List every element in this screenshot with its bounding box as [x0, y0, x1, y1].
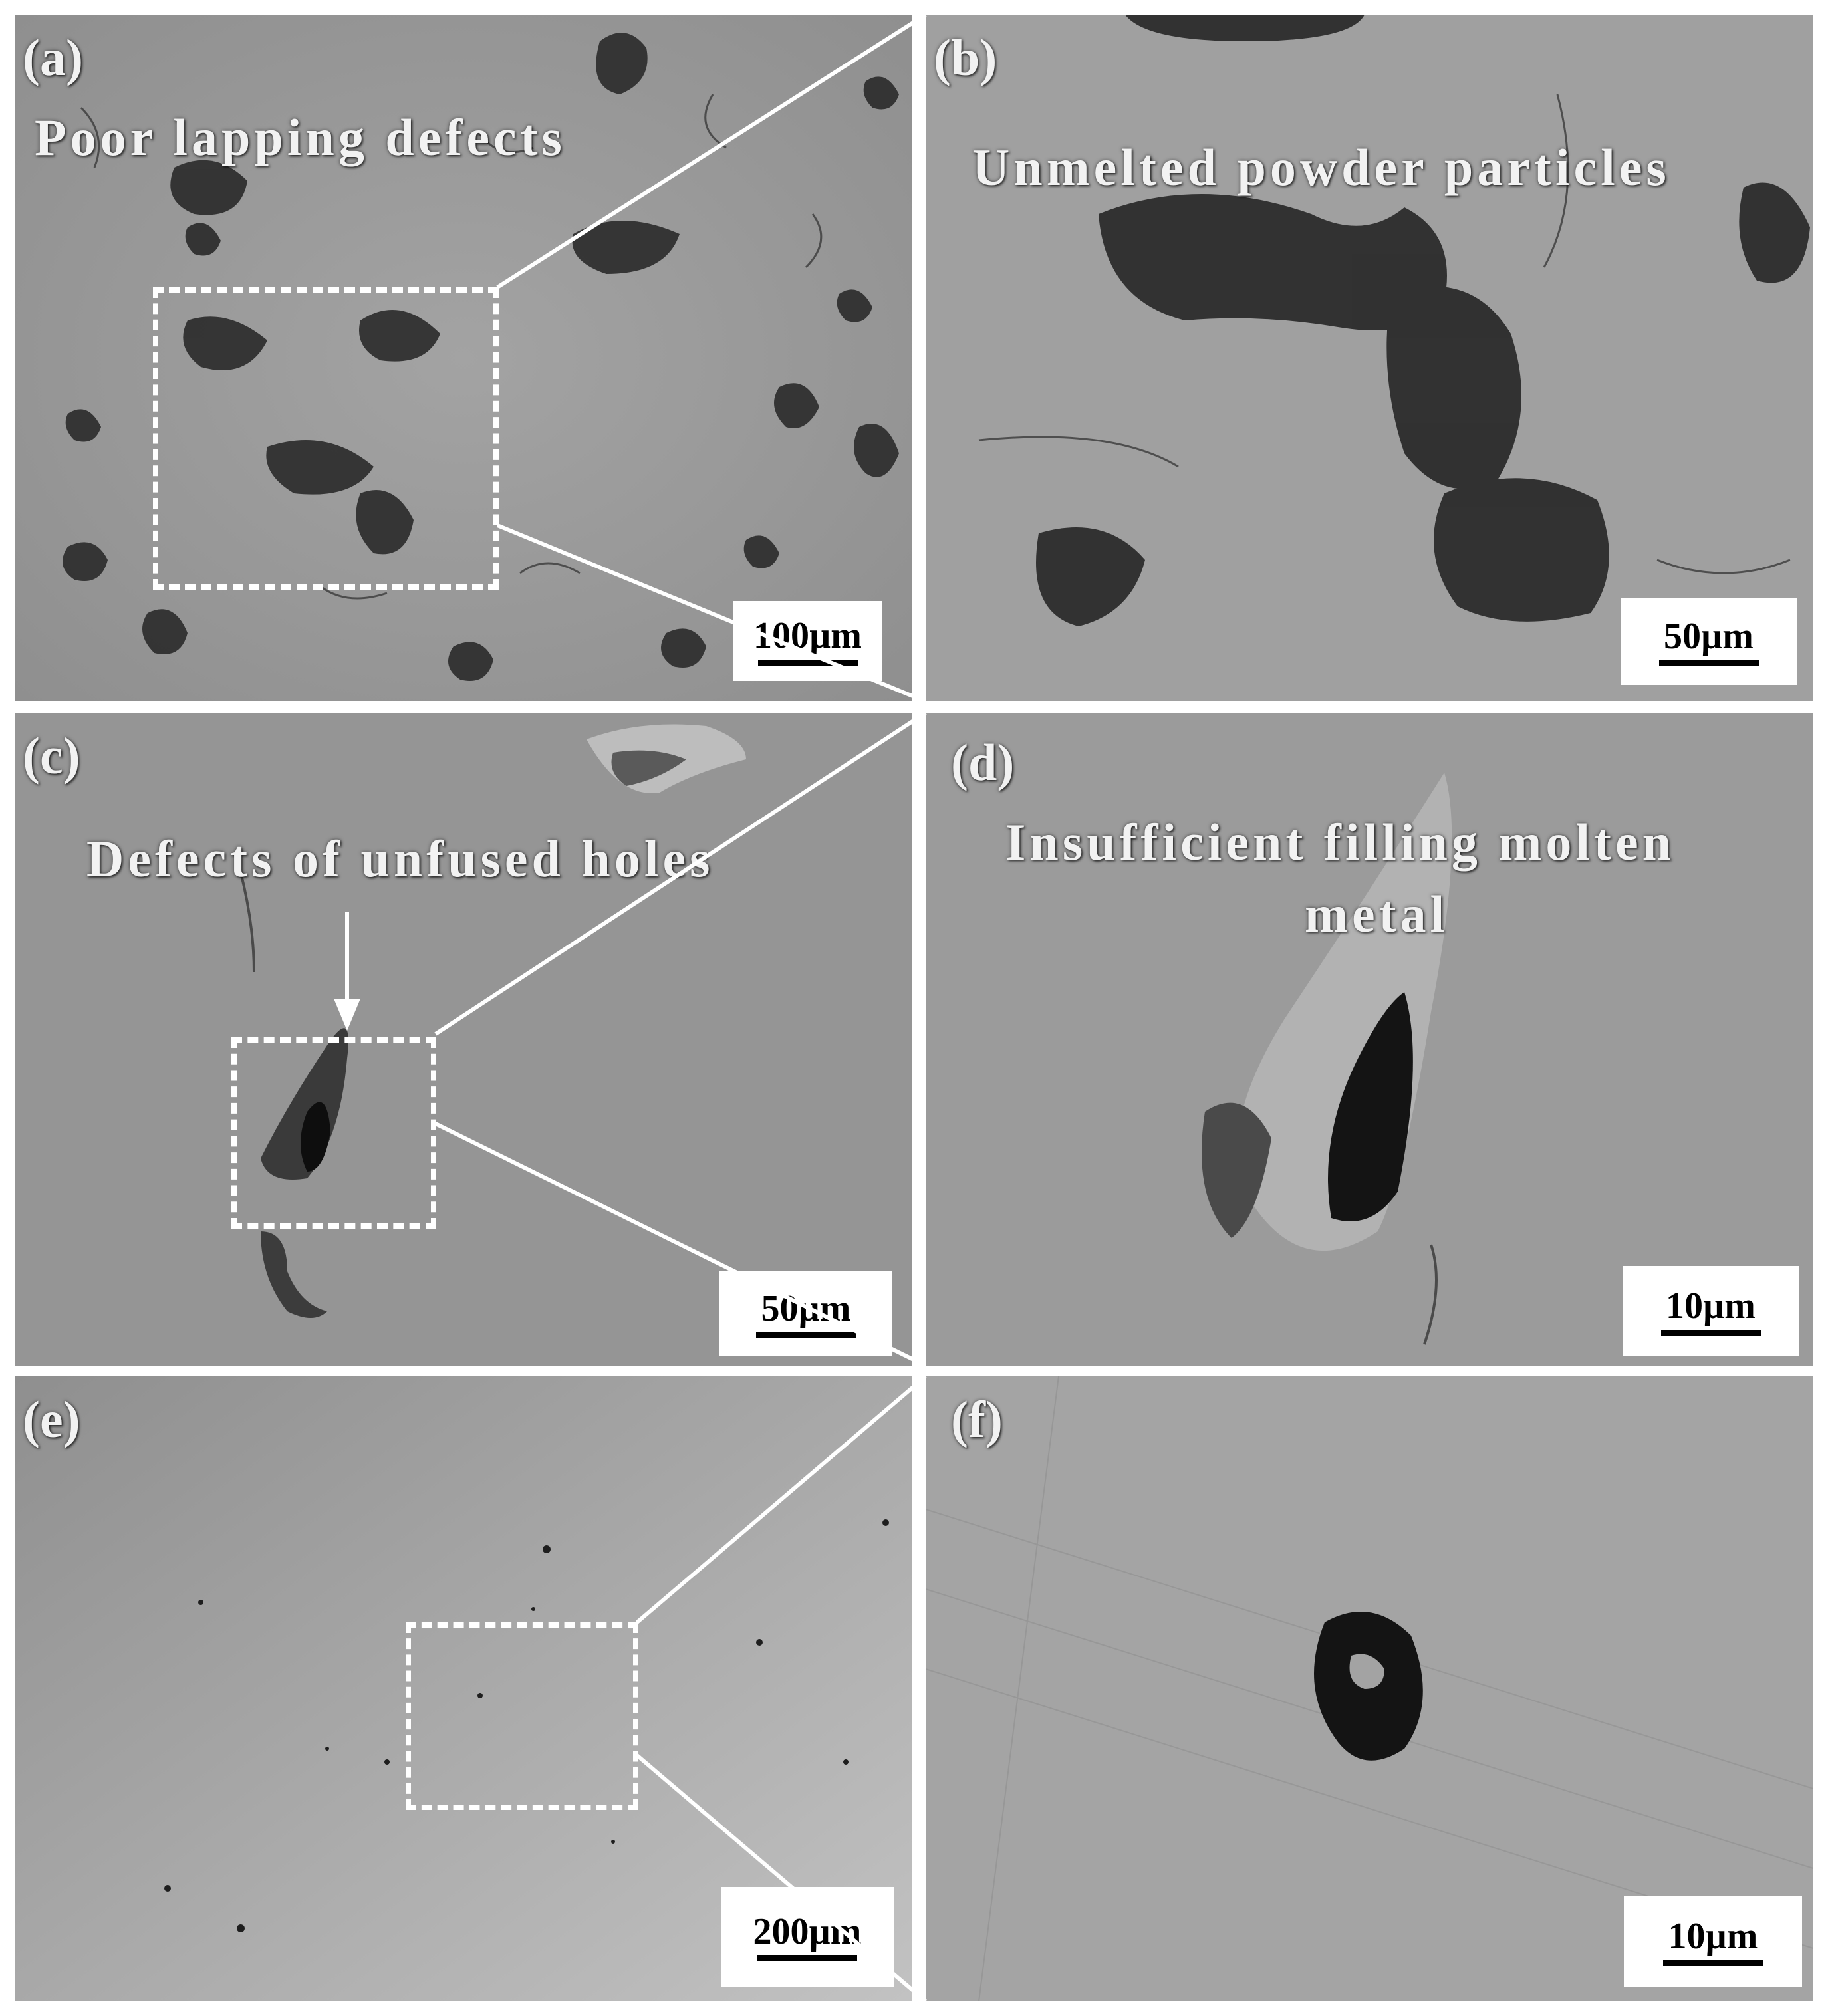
micrograph-b [926, 15, 1813, 701]
scale-bar-a: 100µm [733, 601, 882, 681]
scale-label-d: 10µm [1666, 1285, 1756, 1326]
scale-line-b [1658, 660, 1759, 666]
caption-d-line2: metal [1305, 885, 1449, 943]
scale-bar-c: 50µm [719, 1271, 892, 1356]
scale-bar-e: 200µm [721, 1887, 894, 1987]
caption-c: Defects of unfused holes [86, 830, 714, 888]
scale-label-f: 10µm [1668, 1915, 1758, 1957]
scale-line-f [1663, 1959, 1763, 1966]
scale-label-b: 50µm [1664, 615, 1754, 657]
scale-label-c: 50µm [761, 1287, 851, 1329]
panel-b: (b) Unmelted powder particles 50µm [926, 15, 1813, 701]
scale-bar-f: 10µm [1624, 1896, 1802, 1987]
scale-line-d [1660, 1329, 1761, 1336]
micrograph-c [15, 713, 912, 1366]
caption-a: Poor lapping defects [35, 108, 566, 166]
panel-d: (d) Insufficient filling molten metal 10… [926, 713, 1813, 1366]
panel-label-c: (c) [23, 727, 80, 785]
scale-label-a: 100µm [753, 614, 862, 656]
zoom-box-e [406, 1622, 638, 1810]
scale-label-e: 200µm [753, 1910, 862, 1952]
scale-bar-b: 50µm [1621, 598, 1797, 685]
panel-a: (a) Poor lapping defects 100µm [15, 15, 912, 701]
zoom-box-c [231, 1037, 436, 1229]
arrow-c [334, 912, 360, 1031]
panel-label-f: (f) [951, 1390, 1003, 1448]
panel-c: (c) Defects of unfused holes 50µm [15, 713, 912, 1366]
scale-line-a [757, 659, 858, 666]
caption-d-line1: Insufficient filling molten [1005, 813, 1676, 871]
scale-line-c [756, 1332, 856, 1338]
panel-f: (f) 10µm [926, 1376, 1813, 2001]
panel-label-e: (e) [23, 1390, 80, 1448]
panel-e: (e) 200µm [15, 1376, 912, 2001]
caption-b: Unmelted powder particles [972, 138, 1670, 196]
zoom-box-a [153, 287, 499, 590]
scale-line-e [757, 1955, 857, 1961]
panel-label-d: (d) [951, 733, 1015, 791]
scale-bar-d: 10µm [1623, 1266, 1799, 1356]
panel-label-b: (b) [934, 29, 997, 86]
panel-label-a: (a) [23, 29, 83, 86]
micrograph-d [926, 713, 1813, 1366]
